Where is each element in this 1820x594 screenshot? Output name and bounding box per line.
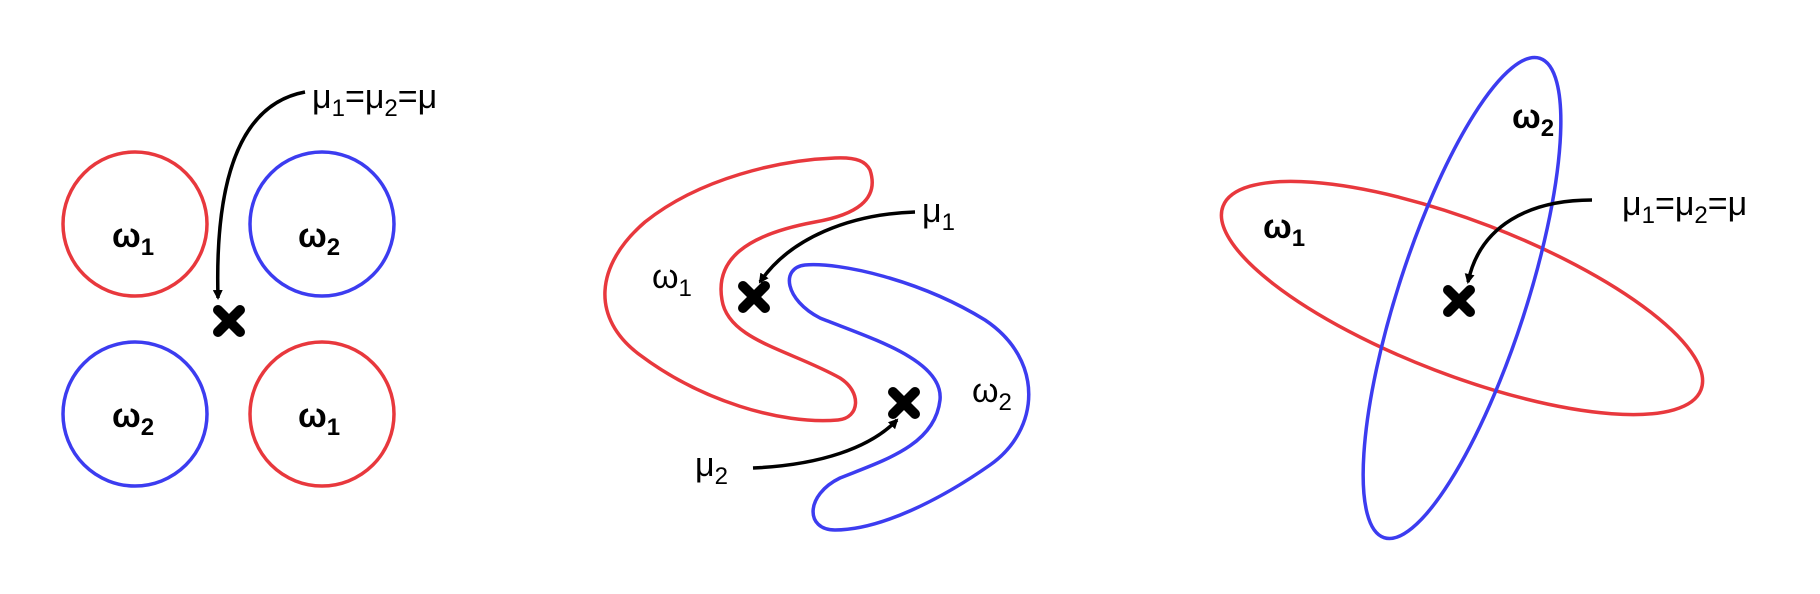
label-omega2-ellipse: ω2 (1512, 98, 1554, 142)
mean2-arrow (752, 418, 899, 470)
mean-marker-x-panel3 (1443, 285, 1475, 317)
region-omega1-top-left (61, 150, 209, 298)
region-omega1-bottom-right (248, 340, 396, 488)
label-omega1-top-left: ω1 (112, 217, 154, 261)
mean-annotation-label-panel3: μ1=μ2=μ (1622, 185, 1747, 229)
label-omega1-bottom-right: ω1 (298, 397, 340, 441)
panel-3-crossing-ellipses: ω1 ω2 μ1=μ2=μ (1219, 55, 1747, 541)
mean-marker-x (213, 305, 245, 337)
region-omega2-crescent (787, 262, 1031, 532)
mean-arrow-panel3 (1464, 198, 1593, 284)
region-omega1-ellipse (1219, 179, 1705, 417)
region-omega1-crescent (603, 156, 874, 423)
region-omega2-top-right (248, 150, 396, 298)
mean2-marker-x (888, 387, 920, 419)
label-omega2-bottom-left: ω2 (112, 397, 154, 441)
label-omega2-crescent: ω2 (972, 372, 1012, 416)
mean1-marker-x (738, 281, 770, 313)
mean1-arrow (758, 210, 916, 284)
label-omega1-crescent: ω1 (652, 258, 692, 302)
label-omega2-top-right: ω2 (298, 217, 340, 261)
panel-2-interleaved-crescents: ω1 ω2 μ1 μ2 (603, 156, 1031, 532)
mean1-label: μ1 (922, 192, 955, 236)
region-omega2-ellipse (1361, 55, 1563, 541)
mean2-label: μ2 (695, 446, 728, 490)
mean-annotation-label: μ1=μ2=μ (312, 78, 437, 122)
mean-arrow (212, 90, 306, 300)
panel-1-four-circles: ω1 ω2 ω2 ω1 μ1=μ2=μ (61, 78, 437, 488)
region-omega2-bottom-left (61, 340, 209, 488)
label-omega1-ellipse: ω1 (1263, 208, 1305, 252)
